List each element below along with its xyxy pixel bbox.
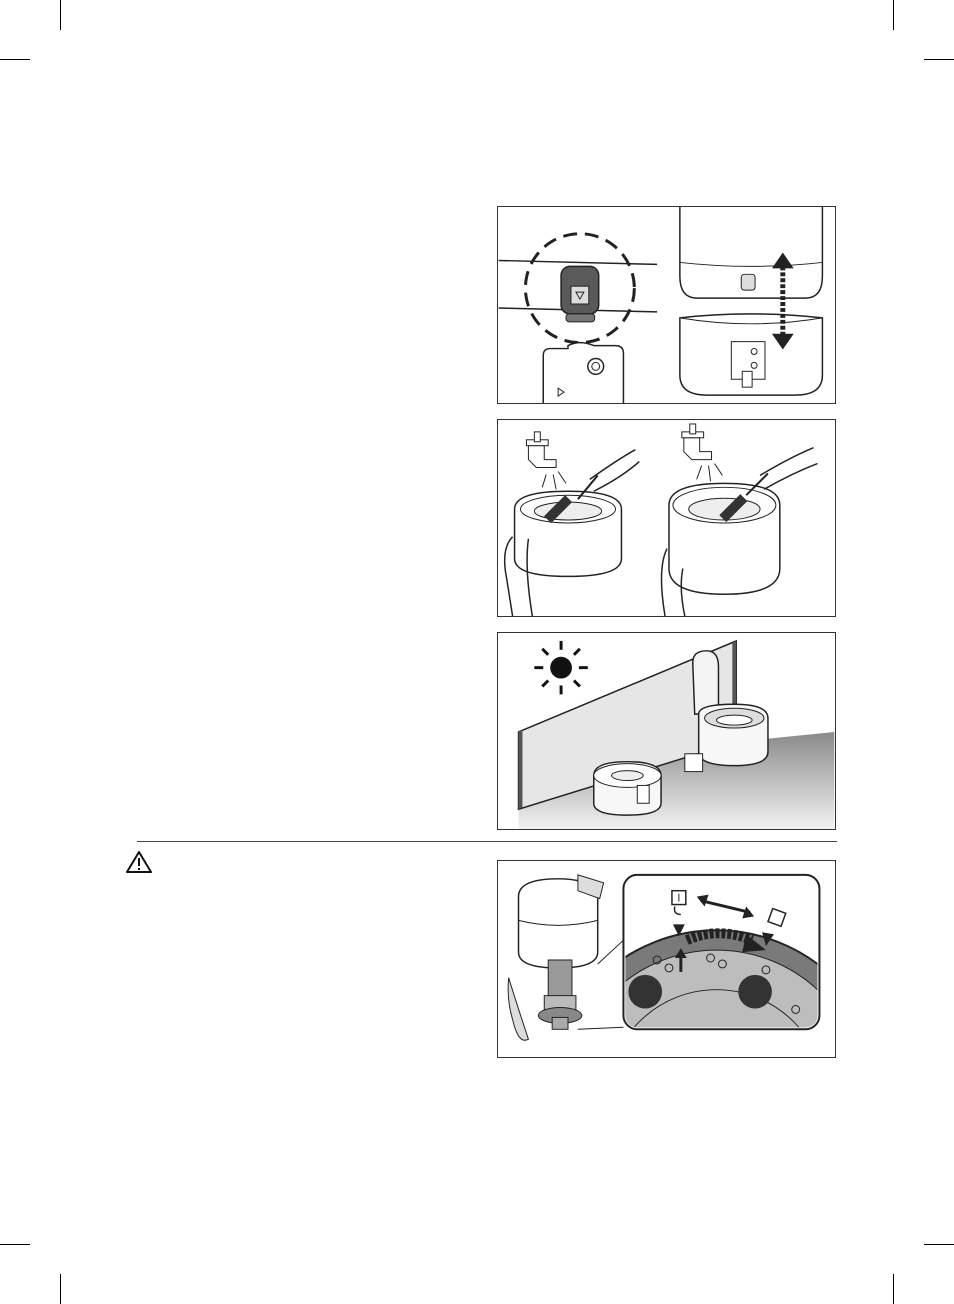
attach-filter-illustration xyxy=(498,861,835,1057)
crop-mark xyxy=(0,59,30,60)
dry-in-shade-illustration xyxy=(498,633,835,829)
crop-mark xyxy=(924,1244,954,1245)
lift-arrow-icon xyxy=(772,253,794,350)
crop-mark xyxy=(60,0,61,30)
remove-water-tank-illustration xyxy=(498,207,835,403)
crop-mark xyxy=(893,0,894,30)
sun-icon xyxy=(534,641,587,694)
crop-mark xyxy=(0,1244,30,1245)
crop-mark xyxy=(60,1274,61,1304)
figure-remove-water-tank xyxy=(497,206,836,404)
faucet-icon xyxy=(682,424,712,460)
crop-mark xyxy=(924,59,954,60)
figure-dry-in-shade xyxy=(497,632,836,830)
crop-mark xyxy=(893,1274,894,1304)
warning-triangle-icon xyxy=(126,850,152,874)
hand-icon xyxy=(505,537,513,616)
clean-with-brush-illustration xyxy=(498,420,835,616)
faucet-icon xyxy=(526,432,556,468)
section-divider xyxy=(137,841,837,842)
humidifier-icon xyxy=(594,762,661,815)
figure-attach-filter xyxy=(497,860,836,1058)
figure-clean-with-brush xyxy=(497,419,836,617)
